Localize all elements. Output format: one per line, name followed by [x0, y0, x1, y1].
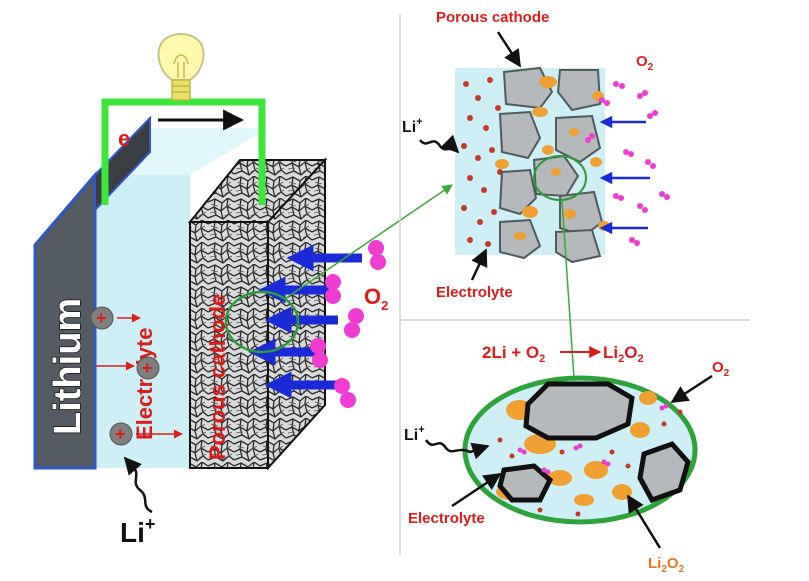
zoom-line-2	[561, 199, 575, 379]
zoom-panel-top: Porous cathode O2 Li+ Electrolyte	[402, 9, 670, 379]
porous-cathode-pointer	[496, 31, 522, 68]
electrolyte-label: Electrolyte	[132, 328, 157, 441]
svg-text:+: +	[96, 308, 107, 328]
cathode-front-face	[189, 221, 269, 469]
li-ion-1: +	[90, 306, 141, 330]
o2-bottom-pointer	[670, 374, 713, 404]
li-wave-top-icon	[419, 134, 460, 154]
electron-label: e	[118, 126, 130, 151]
zoom-circle-main	[224, 290, 300, 354]
reaction-equation: 2Li + O2	[482, 343, 545, 365]
external-wire	[101, 98, 266, 205]
li-wave-bottom-icon	[424, 439, 490, 460]
electrolyte-bottom-pointer	[451, 472, 502, 508]
li2o2-pointer	[626, 494, 662, 549]
battery-cell: Lithium Porous cathode Electrolyte + + +…	[33, 33, 453, 548]
zoom-circle-top	[533, 155, 587, 201]
li-ion-wave-icon	[123, 456, 153, 514]
li-ion-dots-bottom	[497, 409, 683, 517]
li-label-bottom: Li+	[404, 424, 425, 444]
li-label-top: Li+	[402, 116, 423, 136]
reaction-product: Li2O2	[603, 343, 644, 365]
electrolyte-top-pointer	[470, 248, 488, 281]
li2o2-label: Li2O2	[648, 555, 685, 575]
porous-cathode-top-label: Porous cathode	[436, 9, 549, 26]
lithium-plate	[33, 170, 97, 470]
li-ion-2: +	[96, 356, 160, 380]
li-ion-3: +	[109, 422, 183, 446]
electrolyte-region	[95, 175, 190, 468]
o2-flow-arrows	[248, 244, 362, 399]
lithium-label: Lithium	[47, 298, 89, 435]
o2-molecules-top	[585, 81, 670, 246]
li-ion-dots-top	[461, 77, 591, 247]
electrolyte-bottom-label: Electrolyte	[408, 510, 485, 527]
svg-text:+: +	[142, 358, 153, 378]
zoom-line-1	[285, 184, 453, 299]
o2-arrows-top	[599, 115, 650, 235]
o2-label-top: O2	[636, 53, 654, 73]
li-ion-label: Li+	[120, 514, 155, 548]
electrolyte-top-label: Electrolyte	[436, 284, 513, 301]
zoom-panel-bottom: 2Li + O2 Li2O2	[404, 343, 730, 575]
o2-molecules-main	[310, 240, 386, 408]
light-bulb-icon	[157, 33, 205, 101]
o2-label-main: O2	[364, 284, 388, 313]
svg-text:+: +	[115, 424, 126, 444]
cathode-particles-top	[498, 66, 604, 264]
o2-label-bottom: O2	[712, 359, 730, 379]
o2-molecules-bottom	[517, 403, 669, 475]
